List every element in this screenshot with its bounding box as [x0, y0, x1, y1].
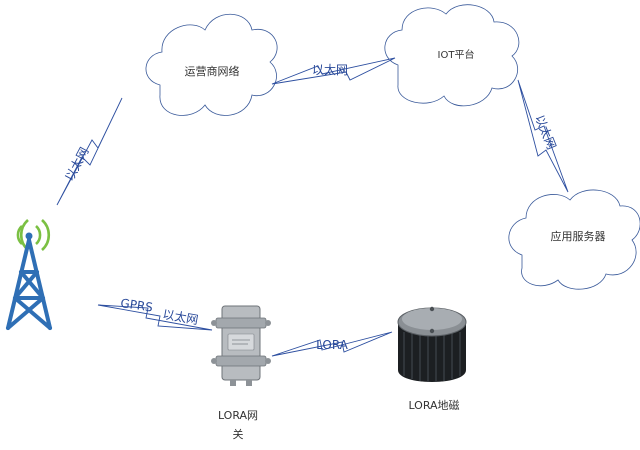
lora-sensor-label: LORA地磁 [408, 399, 459, 412]
base-station-tower-icon [6, 219, 52, 330]
link-sensor-gateway [271, 331, 393, 357]
link-label-gateway-ethernet: 以太网 [161, 306, 199, 327]
operator-network-label: 运营商网络 [185, 64, 240, 78]
link-label-tower-operator: 以太网 [61, 145, 91, 184]
lora-gateway-label-line1: LORA网 [218, 409, 258, 422]
link-label-gprs: GPRS [120, 296, 154, 314]
lora-sensor-device [397, 306, 467, 382]
link-gateway-tower [97, 304, 213, 331]
link-tower-operator [56, 97, 123, 206]
link-label-lora: LORA [316, 338, 349, 352]
app-server-label: 应用服务器 [551, 229, 606, 243]
lora-gateway-device [211, 305, 271, 386]
link-label-operator-iot: 以太网 [312, 62, 348, 77]
link-iot-server [517, 79, 569, 193]
link-operator-iot [271, 57, 396, 85]
lora-gateway-label-line2: 关 [233, 427, 244, 441]
iot-platform-label: IOT平台 [438, 48, 475, 61]
cloud-app-server [508, 189, 640, 290]
cloud-operator-network [145, 13, 278, 116]
cloud-iot-platform [384, 4, 520, 107]
